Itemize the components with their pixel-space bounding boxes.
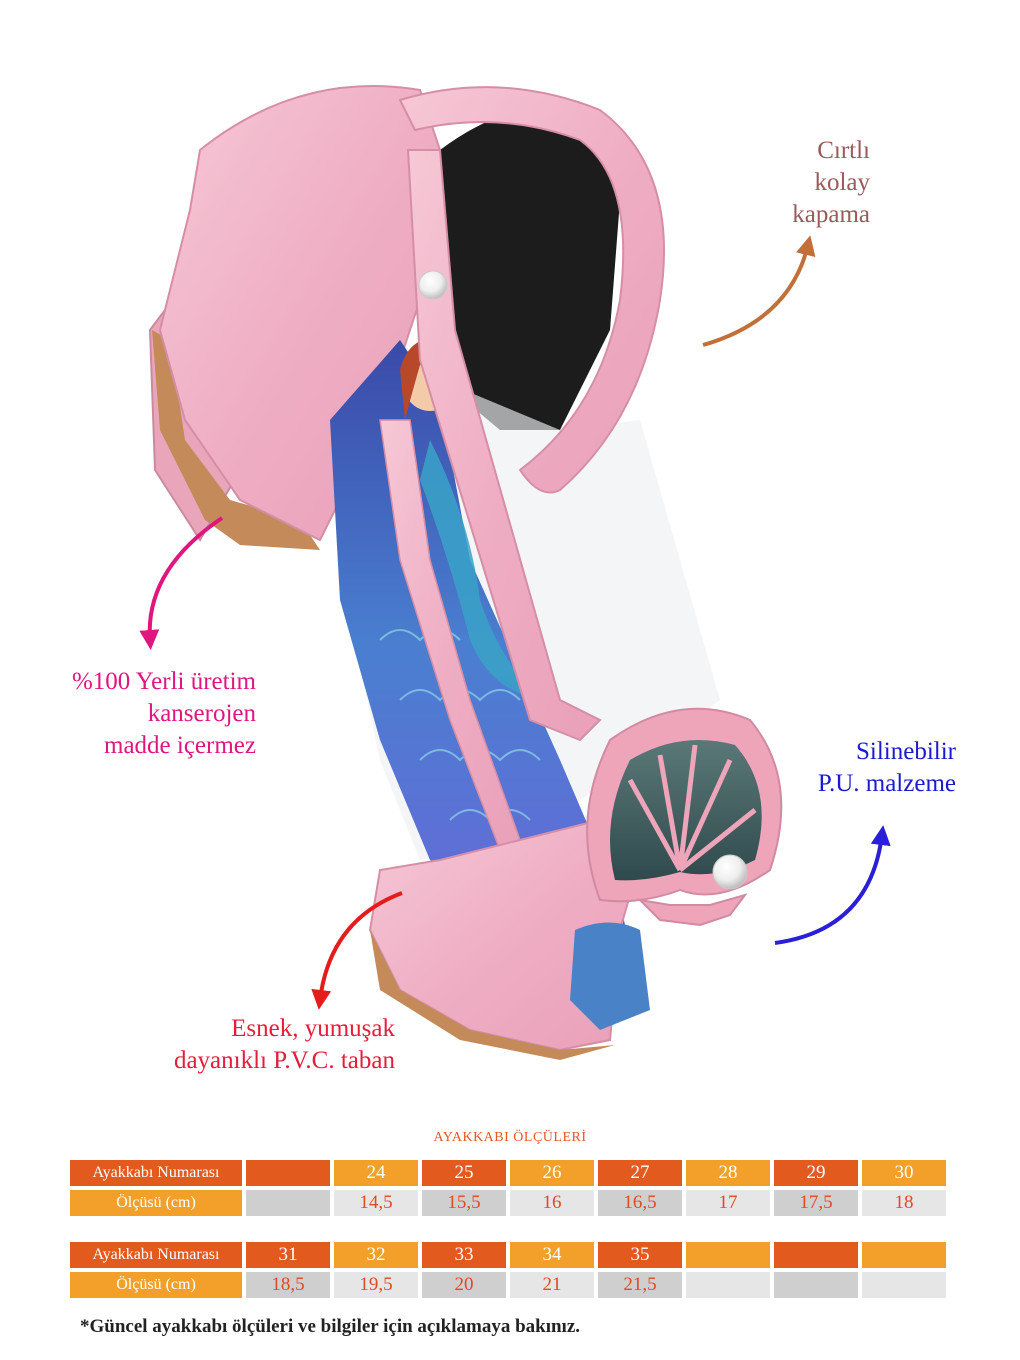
size-cell: 25 — [422, 1160, 506, 1186]
material-callout-line-2: P.U. malzeme — [817, 770, 956, 797]
measure-cell: 17,5 — [774, 1190, 858, 1216]
measure-cell: 21,5 — [598, 1272, 682, 1298]
measure-cell: 18 — [862, 1190, 946, 1216]
measure-cell: 17 — [686, 1190, 770, 1216]
size-row-label: Ayakkabı Numarası — [70, 1242, 242, 1268]
size-cell — [246, 1160, 330, 1186]
measure-cell: 16,5 — [598, 1190, 682, 1216]
measure-cell: 18,5 — [246, 1272, 330, 1298]
measure-row-label: Ölçüsü (cm) — [70, 1190, 242, 1216]
closure-arrow-icon — [702, 235, 816, 347]
measure-cell: 19,5 — [334, 1272, 418, 1298]
size-cell: 34 — [510, 1242, 594, 1268]
size-cell — [686, 1242, 770, 1268]
size-cell — [774, 1242, 858, 1268]
pearl-ankle — [418, 270, 448, 300]
t-strap — [406, 149, 602, 742]
size-cell: 24 — [334, 1160, 418, 1186]
material-callout-line-1: Silinebilir — [856, 738, 956, 765]
pearl-shell — [712, 854, 748, 890]
size-cell: 32 — [334, 1242, 418, 1268]
measure-row-label: Ölçüsü (cm) — [70, 1272, 242, 1298]
measure-cell — [246, 1190, 330, 1216]
peep-toe-opening — [570, 922, 650, 1030]
ankle-strap — [398, 86, 665, 494]
local-production-callout: %100 Yerli üretim kanserojen madde içerm… — [40, 666, 256, 762]
closure-callout-line-3: kapama — [792, 201, 870, 228]
sole-callout-line-1: Esnek, yumuşak — [231, 1015, 395, 1042]
sole-callout: Esnek, yumuşak dayanıklı P.V.C. taban — [150, 1013, 395, 1077]
measure-cell — [774, 1272, 858, 1298]
measure-cell — [862, 1272, 946, 1298]
local-production-arrow-icon — [139, 516, 224, 650]
measure-cell — [686, 1272, 770, 1298]
size-cell: 29 — [774, 1160, 858, 1186]
sole-arrow-icon — [311, 891, 403, 1010]
size-row-label: Ayakkabı Numarası — [70, 1160, 242, 1186]
size-cell: 35 — [598, 1242, 682, 1268]
closure-callout: Cırtlı kolay kapama — [760, 135, 870, 231]
closure-callout-line-2: kolay — [814, 169, 870, 196]
measure-cell: 16 — [510, 1190, 594, 1216]
size-table-2: Ayakkabı Numarası 31 32 33 34 35 Ölçüsü … — [70, 1242, 962, 1302]
sole-callout-line-2: dayanıklı P.V.C. taban — [173, 1047, 395, 1074]
size-row: Ayakkabı Numarası 24 25 26 27 28 29 30 — [70, 1160, 962, 1186]
inner-lining — [440, 105, 620, 430]
measure-cell: 15,5 — [422, 1190, 506, 1216]
footnote: *Güncel ayakkabı ölçüleri ve bilgiler iç… — [80, 1316, 581, 1337]
measure-cell: 21 — [510, 1272, 594, 1298]
size-cell: 28 — [686, 1160, 770, 1186]
shell-ornament — [586, 707, 783, 927]
material-arrow-icon — [774, 825, 891, 945]
size-cell — [862, 1242, 946, 1268]
size-row: Ayakkabı Numarası 31 32 33 34 35 — [70, 1242, 962, 1268]
size-cell: 27 — [598, 1160, 682, 1186]
size-cell: 26 — [510, 1160, 594, 1186]
shoe-drawing — [148, 85, 783, 1060]
measure-row: Ölçüsü (cm) 14,5 15,5 16 16,5 17 17,5 18 — [70, 1190, 962, 1216]
size-table-1: Ayakkabı Numarası 24 25 26 27 28 29 30 Ö… — [70, 1160, 962, 1220]
size-chart-title: AYAKKABI ÖLÇÜLERİ — [433, 1130, 587, 1145]
local-production-line-3: madde içermez — [104, 732, 256, 759]
size-cell: 30 — [862, 1160, 946, 1186]
local-production-line-2: kanserojen — [147, 700, 256, 727]
heel-sole — [152, 330, 320, 550]
local-production-line-1: %100 Yerli üretim — [71, 668, 256, 695]
size-cell: 33 — [422, 1242, 506, 1268]
size-cell: 31 — [246, 1242, 330, 1268]
mermaid-tail — [420, 440, 540, 700]
measure-cell: 14,5 — [334, 1190, 418, 1216]
measure-row: Ölçüsü (cm) 18,5 19,5 20 21 21,5 — [70, 1272, 962, 1298]
material-callout: Silinebilir P.U. malzeme — [790, 736, 956, 800]
measure-cell: 20 — [422, 1272, 506, 1298]
closure-callout-line-1: Cırtlı — [817, 137, 870, 164]
